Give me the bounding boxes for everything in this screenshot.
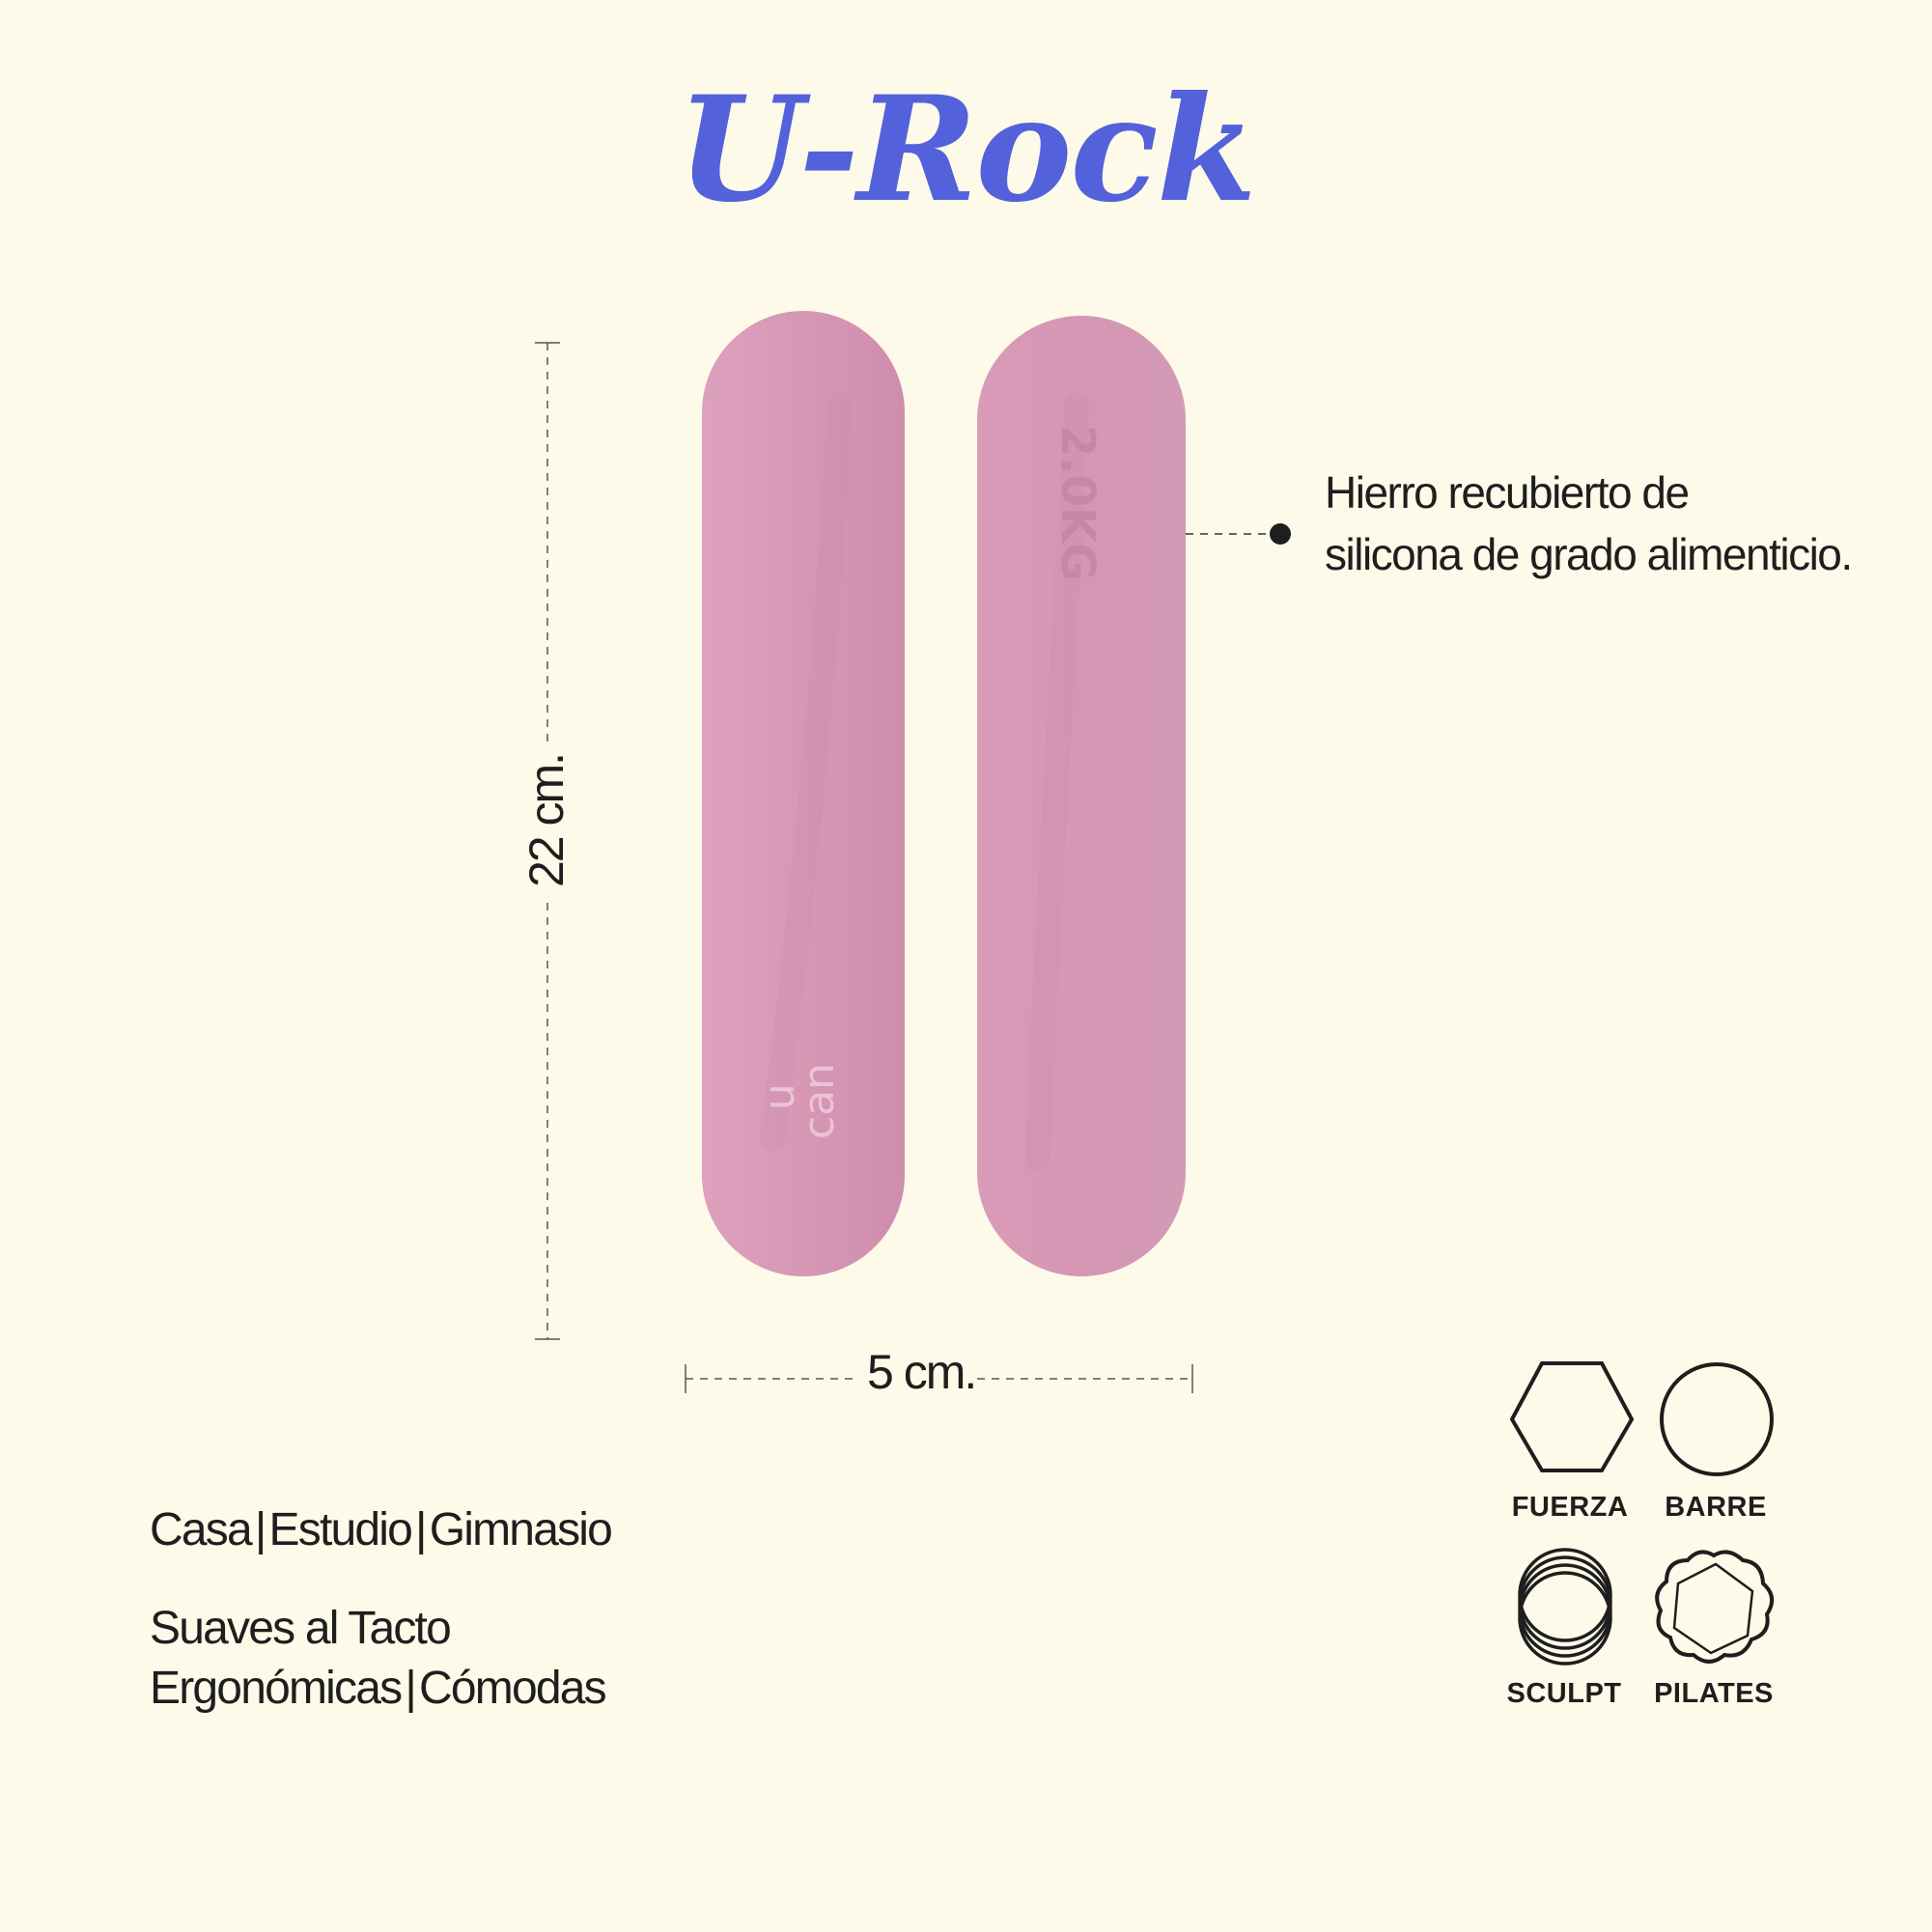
activity-label-fuerza: FUERZA [1511,1492,1629,1523]
activity-label-sculpt: SCULPT [1506,1678,1622,1709]
height-dimension-line [535,342,560,1340]
width-label: 5 cm. [867,1345,977,1399]
place-casa: Casa [150,1504,253,1555]
ucan-engraving-can: can [795,1063,844,1139]
dumbbell-left: u can [702,311,905,1276]
circle-icon [1660,1362,1774,1476]
material-callout-line [1186,523,1291,545]
material-line-1: Hierro recubierto de [1325,467,1690,518]
dumbbell-right: 2.0KG [977,316,1186,1276]
width-dimension-line [685,1364,1193,1393]
places-line: Casa|Estudio|Gimnasio [150,1504,613,1555]
activity-label-pilates: PILATES [1654,1678,1774,1709]
material-line-2: silicona de grado alimenticio. [1325,529,1853,579]
material-description: Hierro recubierto de silicona de grado a… [1325,462,1853,585]
weight-engraving: 2.0KG [1050,425,1105,581]
feel-comodas: Cómodas [419,1663,607,1714]
place-gimnasio: Gimnasio [429,1504,613,1555]
height-label: 22 cm. [519,753,574,888]
ucan-engraving-u: u [755,1083,804,1110]
page-title: U-Rock [677,65,1256,235]
feel-line-2: Ergonómicas|Cómodas [150,1663,607,1714]
stacked-rings-icon [1518,1548,1612,1666]
flower-outline-icon [1655,1550,1775,1664]
feel-ergonomicas: Ergonómicas [150,1663,403,1714]
place-estudio: Estudio [268,1504,413,1555]
activity-label-barre: BARRE [1665,1492,1767,1523]
feel-line-1: Suaves al Tacto [150,1603,452,1654]
hexagon-icon [1509,1361,1635,1472]
